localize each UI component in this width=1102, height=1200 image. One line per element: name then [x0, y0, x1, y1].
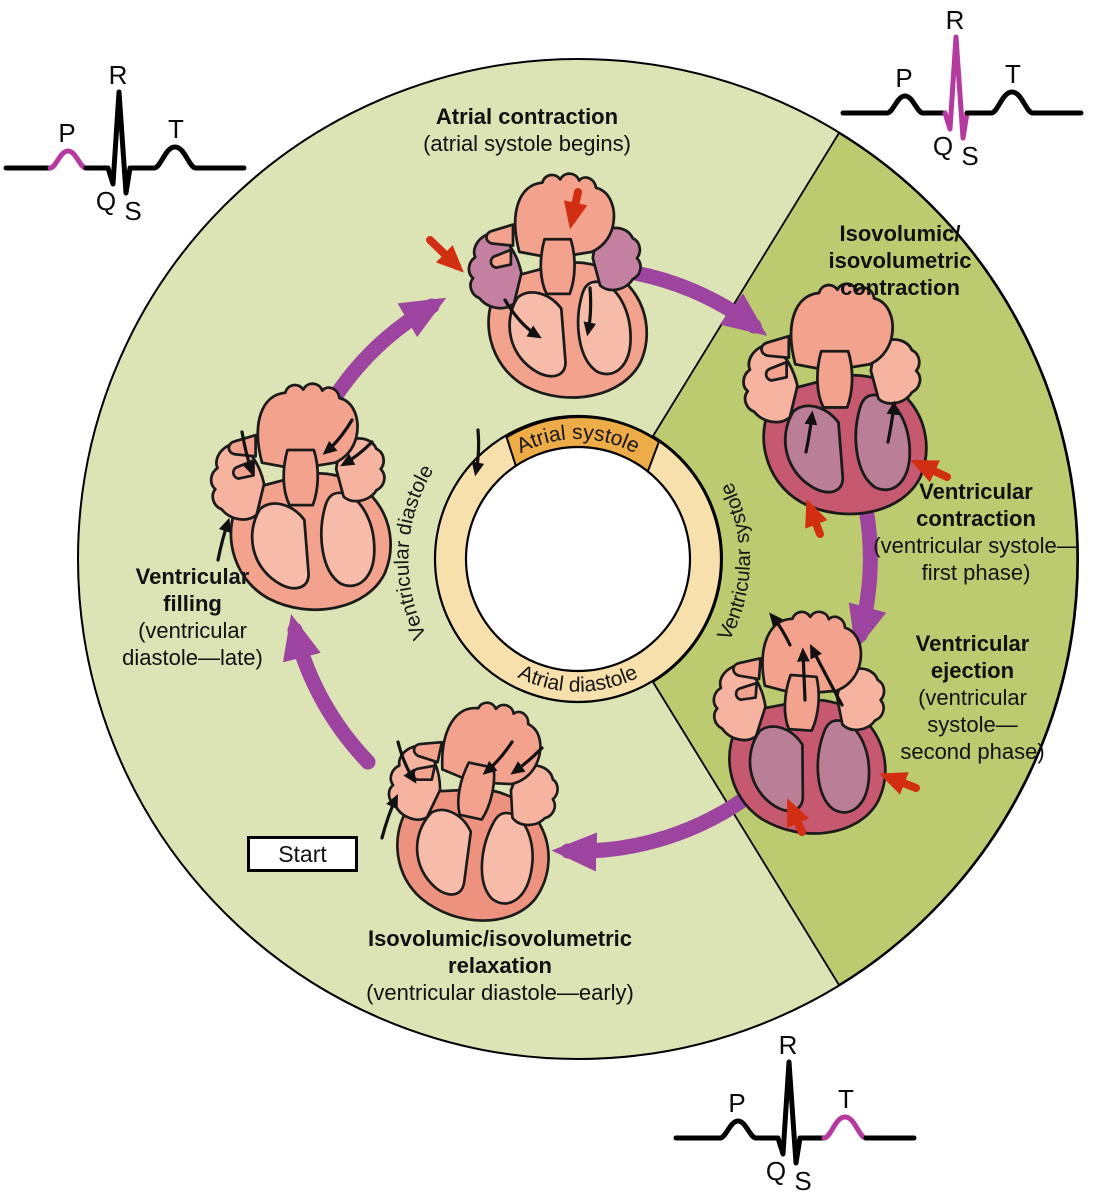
flow-arrows-atrial-contraction	[503, 286, 597, 339]
ecg-t-label: T	[1005, 59, 1021, 89]
ecg-q-label: Q	[933, 131, 953, 161]
ecg-s-label: S	[124, 196, 141, 226]
contraction-arrows	[426, 188, 951, 836]
flow-arrows-ventricular-filling	[216, 418, 485, 562]
cycle-arrow-relaxation-to-filling	[282, 613, 376, 770]
cycle-arrow-filling-to-atrial	[325, 297, 447, 408]
ecg-r-label: R	[946, 5, 965, 35]
label-isovolumic-contraction: Isovolumic/ isovolumetric contraction	[828, 221, 972, 300]
ecg-p-label: P	[895, 63, 912, 93]
flow-arrows-isovolumic-relaxation	[380, 740, 544, 840]
ecg-t-label: T	[168, 114, 184, 144]
ecg-trace-top-right: P R T Q S	[840, 5, 1084, 171]
ecg-q-label: Q	[766, 1156, 786, 1186]
label-ventricular-ejection: Ventricular ejection (ventricular systol…	[900, 631, 1045, 764]
flow-arrows-ventricular-ejection	[769, 612, 844, 707]
ring-outer-outline	[433, 414, 723, 704]
ecg-s-label: S	[961, 141, 978, 171]
flow-arrows-isovolumic-contraction	[804, 400, 900, 454]
ecg-r-label: R	[109, 60, 128, 90]
label-ventricular-filling: Ventricular filling (ventricular diastol…	[122, 564, 263, 670]
ecg-q-label: Q	[96, 186, 116, 216]
ecg-r-label: R	[779, 1030, 798, 1060]
ecg-s-label: S	[794, 1166, 811, 1196]
cycle-arrow-ejection-to-relaxation	[551, 784, 762, 872]
label-isovolumic-relaxation: Isovolumic/isovolumetric relaxation (ven…	[366, 926, 634, 1005]
ecg-p-label: P	[728, 1088, 745, 1118]
ecg-p-label: P	[58, 118, 75, 148]
center-circle	[464, 445, 692, 673]
ecg-trace-top-left: P R T Q S	[3, 60, 247, 226]
cycle-arrow-contraction-to-ejection	[848, 495, 887, 651]
label-atrial-contraction: Atrial contraction (atrial systole begin…	[423, 104, 631, 156]
ecg-t-label: T	[838, 1084, 854, 1114]
start-label-box: Start	[247, 836, 358, 872]
label-ventricular-contraction: Ventricular contraction (ventricular sys…	[873, 479, 1079, 585]
ecg-trace-bottom-right: P R T Q S	[673, 1030, 917, 1196]
